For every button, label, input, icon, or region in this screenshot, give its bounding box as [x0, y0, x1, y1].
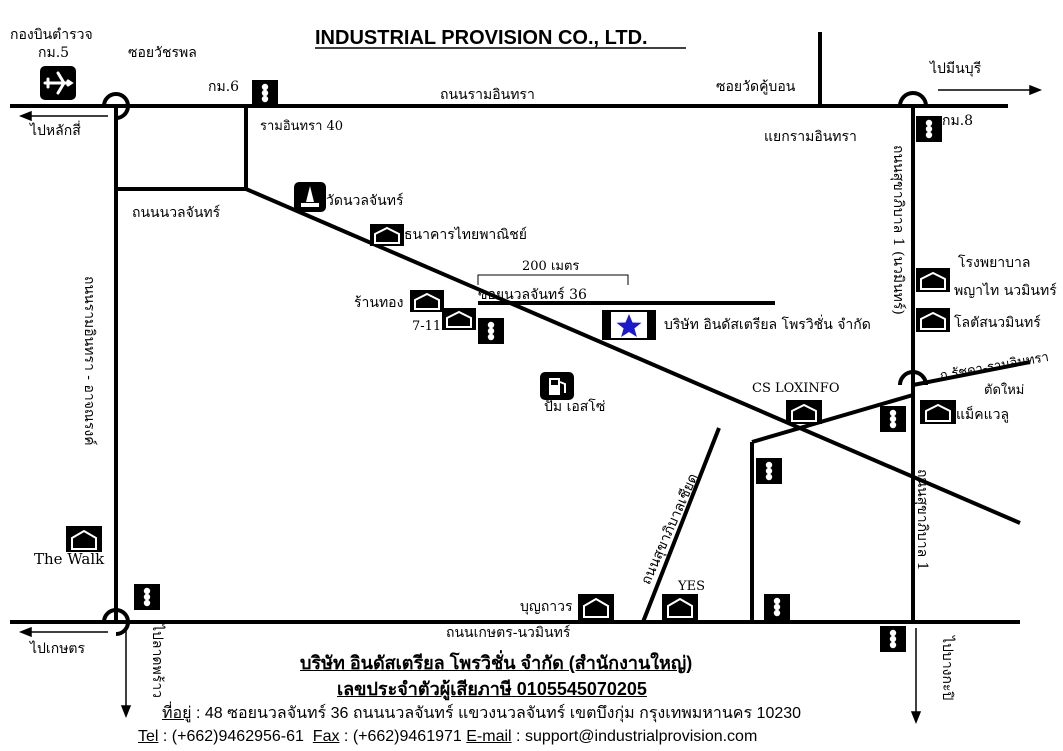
label-lotus: โลตัสนวมินทร์ — [954, 315, 1041, 331]
label-kaset-nawamin: ถนนเกษตร-นวมินทร์ — [446, 625, 571, 641]
label-makro: แม็คแวลู — [956, 407, 1010, 423]
building-icon-makro — [920, 400, 956, 424]
label-police-km5-2: กม.5 — [38, 45, 70, 61]
label-ram-inthra: ถนนรามอินทรา — [440, 87, 535, 103]
footer-email[interactable]: : support@industrialprovision.com — [516, 728, 758, 745]
footer-tax-id: 0105545070205 — [516, 679, 647, 699]
airplane-icon — [40, 66, 76, 100]
star-icon — [616, 314, 642, 337]
label-left-road: ถนนรามอินทรา - อาจณรงค์ — [81, 276, 97, 446]
label-to-kaset: ไปเกษตร — [30, 641, 86, 657]
label-gas-station: ปั๊ม เอสโซ่ — [544, 399, 606, 415]
label-right-road-bottom: ถนนสุขาภิบาล 1 — [914, 469, 930, 571]
traffic-light-icon-km6 — [252, 80, 278, 106]
distance-bracket — [477, 274, 629, 285]
building-icon-yes — [662, 594, 698, 620]
label-soi-watcharapol: ซอยวัชรพล — [128, 45, 197, 61]
label-to-minburi: ไปมีนบุรี — [930, 61, 982, 77]
label-hospital-2: พญาไท นวมินทร์ — [954, 283, 1057, 299]
label-km6: กม.6 — [208, 79, 240, 95]
building-icon-the-walk — [66, 526, 102, 552]
label-200m: 200 เมตร — [522, 259, 580, 274]
label-gold-shop: ร้านทอง — [354, 295, 404, 311]
label-seven-eleven: 7-11 — [412, 319, 442, 334]
loop-top-left — [102, 91, 130, 120]
footer-tel-label: Tel — [138, 728, 159, 745]
footer-address-row: ที่อยู่ : 48 ซอยนวลจันทร์ 36 ถนนนวลจันทร… — [162, 706, 801, 722]
footer-tax-row: เลขประจำตัวผู้เสียภาษี 0105545070205 — [337, 680, 647, 698]
label-to-latphrao: ไปลาดพร้าว — [149, 624, 165, 698]
label-soi-wat-ku-bon: ซอยวัดคู้บอน — [716, 79, 796, 95]
building-icon-hospital — [916, 268, 950, 292]
traffic-light-icon-makro — [880, 406, 906, 432]
gas-pump-icon — [540, 372, 574, 400]
footer-contact-row: Tel : (+662)9462956-61 Fax : (+662)94619… — [138, 729, 757, 745]
label-company-thai: บริษัท อินดัสเตรียล โพรวิชั่น จำกัด — [664, 317, 871, 333]
building-icon-seven-eleven — [442, 308, 476, 330]
loop-bottom-left — [102, 607, 130, 636]
label-to-bangkapi: ไปบางกะปิ — [939, 636, 955, 701]
footer-email-label: E-mail — [466, 728, 512, 745]
loop-right-mid — [898, 370, 928, 386]
road-ratchada-link — [751, 393, 914, 444]
label-ratchada-2: ตัดใหม่ — [984, 383, 1025, 398]
label-hospital-1: โรงพยาบาล — [958, 255, 1031, 271]
road-lane-diagonal — [641, 427, 721, 623]
label-nuanchan: ถนนนวลจันทร์ — [132, 205, 221, 221]
building-icon-lotus — [916, 308, 950, 332]
traffic-light-icon-bottom-right — [880, 626, 906, 652]
traffic-light-icon-seven-eleven — [478, 318, 504, 344]
footer-fax-label: Fax — [312, 728, 340, 745]
label-the-walk: The Walk — [34, 550, 105, 568]
building-icon-cs-loxinfo — [786, 400, 822, 424]
building-icon-bank — [370, 224, 404, 246]
footer-tax-label: เลขประจำตัวผู้เสียภาษี — [337, 679, 512, 699]
footer-company-name: บริษัท อินดัสเตรียล โพรวิชั่น จำกัด (สำน… — [300, 653, 693, 673]
label-to-laksi: ไปหลักสี่ — [30, 123, 81, 139]
footer-address-label: ที่อยู่ — [162, 705, 192, 722]
traffic-light-icon-bottom-left — [134, 584, 160, 610]
label-cs-loxinfo: CS LOXINFO — [752, 381, 840, 396]
company-title: INDUSTRIAL PROVISION CO., LTD. — [315, 27, 648, 49]
building-icon-bunthavorn — [578, 594, 614, 620]
footer-address: : 48 ซอยนวลจันทร์ 36 ถนนนวลจันทร์ แขวงนว… — [195, 705, 802, 722]
label-soi-nuanchan-36: ซอยนวลจันทร์ 36 — [478, 287, 587, 303]
traffic-light-icon-km8 — [916, 116, 942, 142]
label-ram-inthra-40: รามอินทรา 40 — [260, 119, 344, 134]
traffic-light-icon-bottom-mid — [764, 594, 790, 620]
label-thai-commercial-bank: ธนาคารไทยพาณิชย์ — [404, 227, 527, 243]
label-yes: YES — [678, 579, 705, 594]
label-bunthavorn: บุญถาวร — [520, 599, 573, 615]
label-police-km5-1: กองบินตำรวจ — [10, 27, 93, 43]
company-location-marker — [602, 310, 656, 340]
loop-top-right — [898, 91, 928, 107]
footer-tel: : (+662)9462956-61 — [162, 728, 304, 745]
temple-icon — [294, 182, 326, 212]
road-ratchada — [912, 360, 1031, 387]
building-icon-gold-shop — [410, 290, 444, 312]
label-right-road-top: ถนนสุขาภิบาล 1 (นวมินทร์) — [890, 145, 906, 315]
label-wat-nuanchan: วัดนวลจันทร์ — [326, 193, 404, 209]
footer-fax: : (+662)9461971 — [343, 728, 462, 745]
traffic-light-icon-cs-road — [756, 458, 782, 484]
label-ram-inthra-junction: แยกรามอินทรา — [764, 129, 857, 145]
label-km8: กม.8 — [942, 113, 974, 129]
